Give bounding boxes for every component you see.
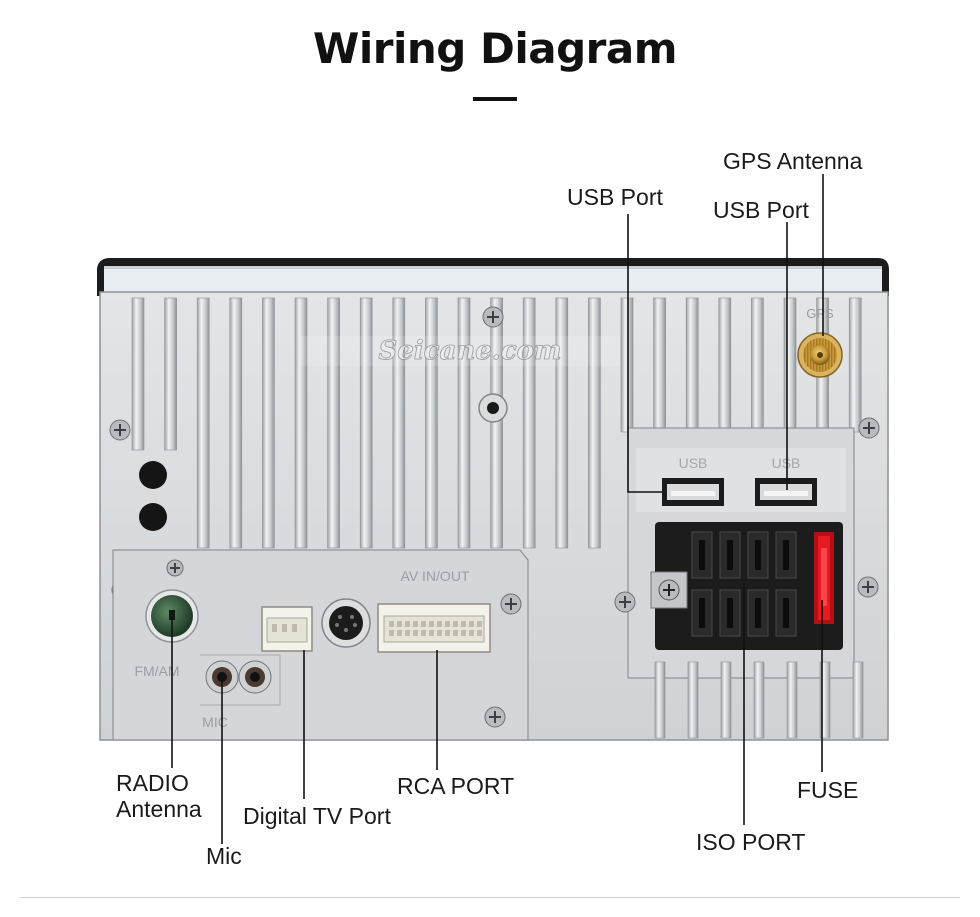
bottom-fin — [786, 661, 798, 739]
heatsink-fin — [685, 297, 699, 433]
footer-divider — [20, 897, 960, 898]
bottom-fin — [819, 661, 831, 739]
rca-pin — [405, 621, 410, 627]
iso-slot-pin — [699, 598, 705, 628]
iso-slot-pin — [755, 598, 761, 628]
heatsink-fin — [425, 297, 438, 549]
bottom-fin — [654, 661, 666, 739]
heatsink-fins — [131, 297, 862, 549]
mic-panel-label: MIC — [202, 714, 228, 730]
heatsink-fin — [359, 297, 373, 549]
rca-pin — [397, 630, 402, 636]
rca-pin — [437, 621, 442, 627]
rca-pin — [445, 630, 450, 636]
rca-pin — [389, 630, 394, 636]
rca-pin — [405, 630, 410, 636]
rca-connector — [377, 603, 491, 653]
heatsink-fin — [131, 297, 145, 451]
heatsink-fin — [555, 297, 569, 549]
av-in-out-label: AV IN/OUT — [401, 568, 470, 584]
heatsink-fin — [196, 297, 210, 549]
usb-right-panel-label: USB — [772, 455, 801, 471]
gps-antenna-label: GPS Antenna — [723, 148, 863, 174]
bottom-fin — [720, 661, 732, 739]
rca-pin — [397, 621, 402, 627]
heatsink-fin — [164, 297, 177, 451]
rca-pin — [461, 621, 466, 627]
iso-connector — [650, 522, 843, 650]
iso-slot-pin — [755, 540, 761, 570]
gps-antenna-socket: GPS — [797, 306, 843, 378]
bottom-fin — [687, 661, 699, 739]
rca-pin — [453, 621, 458, 627]
heatsink-fin — [783, 297, 797, 433]
watermark: Seicane.com — [378, 336, 561, 366]
bottom-heatsink-fins — [654, 661, 864, 739]
radio-label-line1: RADIO — [116, 770, 189, 796]
panel-screws — [484, 593, 522, 728]
iso-slot-pin — [727, 540, 733, 570]
rca-pin — [453, 630, 458, 636]
mic-label: Mic — [206, 843, 242, 869]
page-title: Wiring Diagram — [313, 24, 677, 73]
rca-pin — [429, 630, 434, 636]
rca-pin — [477, 630, 482, 636]
heatsink-fin — [522, 297, 536, 549]
radio-label-line2: Antenna — [116, 796, 202, 822]
usb-left-panel-label: USB — [679, 455, 708, 471]
heatsink-fin — [262, 297, 275, 549]
heatsink-fin — [718, 297, 732, 433]
fm-am-label: FM/AM — [134, 663, 179, 679]
title-underline — [473, 97, 517, 101]
iso-slot-pin — [783, 540, 789, 570]
bottom-fin — [753, 661, 765, 739]
digital-tv-port-label: Digital TV Port — [243, 803, 391, 829]
rca-pin — [421, 621, 426, 627]
heatsink-fin — [490, 297, 503, 549]
rca-pin — [437, 630, 442, 636]
device-top-rim — [97, 258, 889, 296]
din-port — [321, 598, 371, 648]
rca-pin — [429, 621, 434, 627]
rca-pin — [445, 621, 450, 627]
gps-panel-label: GPS — [806, 306, 834, 321]
rca-pin — [461, 630, 466, 636]
rca-pin — [469, 621, 474, 627]
leader-lines — [171, 174, 824, 844]
rca-pin — [421, 630, 426, 636]
heatsink-fin — [457, 297, 471, 549]
rca-port-label: RCA PORT — [397, 773, 515, 799]
bottom-fin — [852, 661, 864, 739]
usb-port-label-2: USB Port — [713, 197, 809, 223]
iso-panel-screw — [614, 591, 636, 613]
usb-ports: USB USB — [662, 455, 817, 506]
rca-pin — [389, 621, 394, 627]
heatsink-fin — [294, 297, 308, 549]
iso-slot-pin — [699, 540, 705, 570]
rca-pin — [477, 621, 482, 627]
iso-slot-pin — [783, 598, 789, 628]
heatsink-fin — [229, 297, 243, 549]
iso-port-label: ISO PORT — [696, 829, 806, 855]
rca-pin — [413, 621, 418, 627]
heatsink-fin — [848, 297, 862, 433]
center-screw — [482, 306, 504, 328]
rca-pin — [469, 630, 474, 636]
heatsink-fin — [327, 297, 340, 549]
rca-pin — [413, 630, 418, 636]
center-jack — [478, 393, 508, 423]
fuse — [814, 532, 834, 624]
digital-tv-connector — [261, 606, 313, 652]
usb-port-label-1: USB Port — [567, 184, 663, 210]
heatsink-fin — [588, 297, 601, 549]
heatsink-fin — [751, 297, 764, 433]
usb-port-1-leader — [627, 214, 662, 493]
heatsink-fin — [620, 297, 634, 433]
left-mount-holes — [139, 461, 167, 531]
heatsink-fin — [653, 297, 666, 433]
iso-slot-pin — [727, 598, 733, 628]
heatsink-fin — [392, 297, 406, 549]
fuse-label: FUSE — [797, 777, 859, 803]
